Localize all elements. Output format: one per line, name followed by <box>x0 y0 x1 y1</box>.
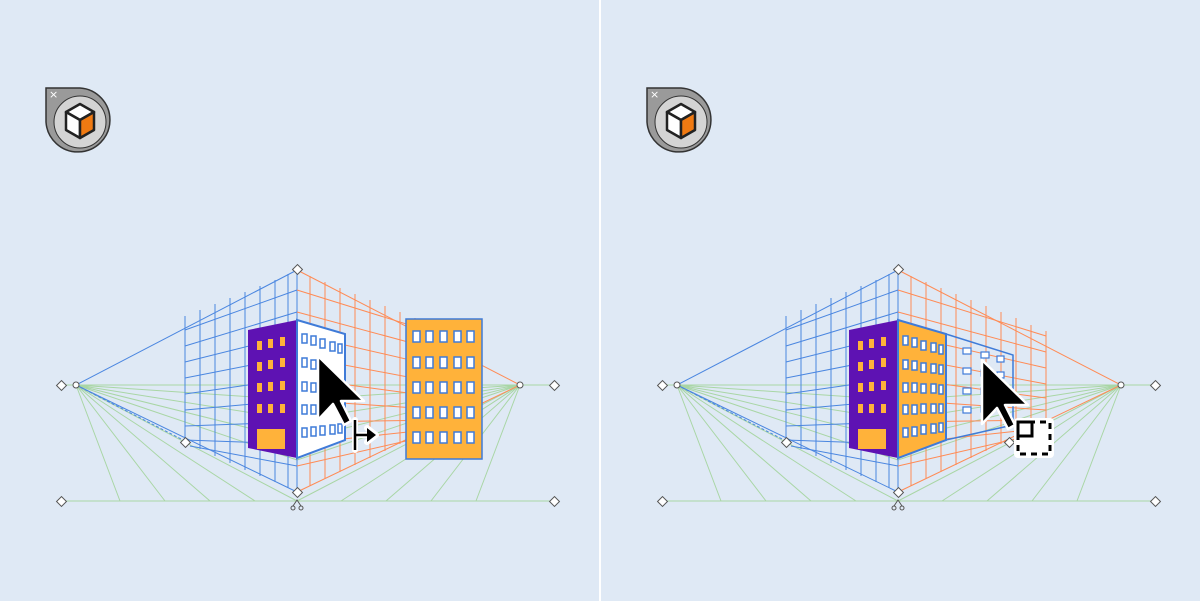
origin-marker-icon[interactable] <box>891 499 905 511</box>
move-plane-icon <box>352 417 379 453</box>
right-ground-handle <box>548 495 561 508</box>
arrow-cursor-icon <box>980 358 1030 431</box>
arrow-cursor-icon <box>316 354 366 427</box>
perspective-grid-left <box>55 263 561 511</box>
perspective-grid-right <box>656 263 1162 511</box>
marquee-select-icon <box>1014 418 1054 458</box>
perspective-grid-widget-icon[interactable]: × <box>643 84 715 156</box>
grid-handles[interactable] <box>55 263 561 508</box>
cube-icon <box>665 102 697 140</box>
grid-handles[interactable] <box>656 263 1162 508</box>
cube-icon <box>64 102 96 140</box>
left-plane-handle <box>179 436 192 449</box>
origin-handle <box>892 486 905 499</box>
canvas-panel-left[interactable]: × <box>0 0 599 601</box>
panel-divider <box>599 0 601 601</box>
origin-handle <box>291 486 304 499</box>
right-ground-handle <box>1149 495 1162 508</box>
left-vanishing-point <box>72 381 80 389</box>
right-vanishing-point <box>516 381 524 389</box>
left-horizon-handle <box>656 379 669 392</box>
left-ground-handle <box>55 495 68 508</box>
top-handle <box>892 263 905 276</box>
perspective-grid-widget-icon[interactable]: × <box>42 84 114 156</box>
building-orange-flat[interactable] <box>405 318 483 460</box>
left-vanishing-point <box>673 381 681 389</box>
left-plane-handle <box>780 436 793 449</box>
origin-marker-icon[interactable] <box>290 499 304 511</box>
canvas-panel-right[interactable]: × <box>601 0 1200 601</box>
left-ground-handle <box>656 495 669 508</box>
right-vanishing-point <box>1117 381 1125 389</box>
right-horizon-handle <box>548 379 561 392</box>
top-handle <box>291 263 304 276</box>
close-icon[interactable]: × <box>650 88 659 101</box>
right-horizon-handle <box>1149 379 1162 392</box>
left-horizon-handle <box>55 379 68 392</box>
close-icon[interactable]: × <box>49 88 58 101</box>
right-plane-handle <box>1003 436 1016 449</box>
